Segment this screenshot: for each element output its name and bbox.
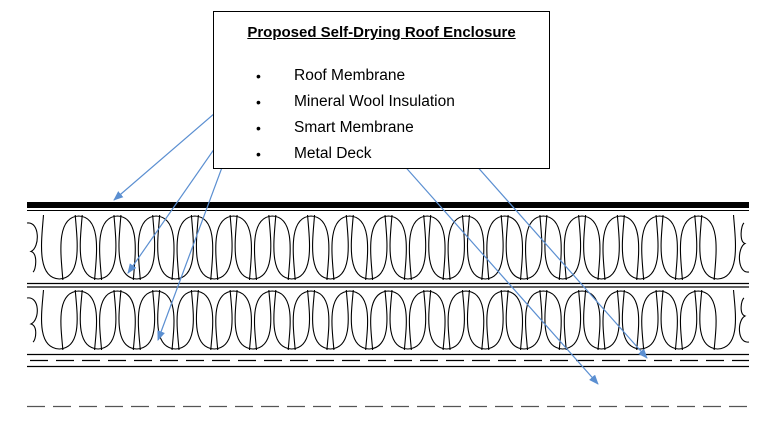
insulation-loop — [331, 290, 369, 351]
insulation-loop — [389, 214, 427, 280]
insulation-loop — [621, 214, 659, 280]
insulation-loop — [466, 289, 504, 350]
insulation-loop — [312, 214, 349, 280]
insulation-loop — [602, 215, 640, 281]
insulation-edge-hook — [738, 222, 750, 273]
insulation-loop — [292, 290, 330, 351]
insulation-loop — [563, 290, 601, 351]
insulation-loop — [660, 214, 698, 280]
insulation-loop — [525, 215, 562, 281]
insulation-loop — [486, 290, 524, 351]
insulation-loop — [602, 290, 640, 351]
mineral-wool-insulation-lower — [26, 289, 750, 351]
legend-label: Mineral Wool Insulation — [294, 93, 455, 110]
insulation-loop — [428, 214, 465, 280]
insulation-loop — [79, 289, 117, 350]
insulation-loop — [331, 215, 369, 281]
insulation-loop — [370, 290, 407, 351]
insulation-loop — [215, 215, 252, 281]
mineral-wool-insulation-upper — [26, 214, 750, 281]
insulation-loop — [176, 215, 214, 281]
insulation-edge-hook — [26, 297, 38, 343]
insulation-loop — [273, 289, 311, 350]
insulation-edge-hook — [738, 297, 750, 343]
insulation-edge-hook — [26, 222, 38, 273]
insulation-loop — [447, 215, 485, 281]
insulation-loop — [215, 290, 252, 351]
insulation-loop — [699, 289, 737, 350]
insulation-loop — [312, 289, 349, 350]
insulation-loop — [137, 290, 175, 351]
insulation-loop — [447, 290, 485, 351]
bullet-icon: • — [256, 146, 261, 162]
insulation-loop — [79, 214, 117, 280]
insulation-loop — [486, 215, 524, 281]
insulation-loop — [679, 290, 717, 351]
insulation-loop — [621, 289, 659, 350]
bullet-icon: • — [256, 94, 261, 110]
insulation-loop — [234, 214, 272, 280]
legend-label: Metal Deck — [294, 145, 372, 162]
insulation-loop — [99, 215, 136, 281]
insulation-loop — [525, 290, 562, 351]
insulation-loop — [350, 289, 388, 350]
insulation-loop — [195, 289, 233, 350]
insulation-loop — [60, 215, 98, 281]
insulation-loop — [660, 289, 698, 350]
insulation-loop — [176, 290, 214, 351]
insulation-loop — [699, 214, 737, 280]
insulation-loop — [544, 289, 582, 350]
insulation-loop — [563, 215, 601, 281]
insulation-loop — [40, 214, 78, 280]
insulation-loop — [253, 215, 291, 281]
insulation-loop — [350, 214, 388, 280]
insulation-loop — [118, 214, 156, 280]
insulation-loop — [505, 214, 543, 280]
insulation-loop — [253, 290, 291, 351]
roof-membrane-layer — [27, 202, 749, 208]
insulation-loop — [544, 214, 582, 280]
insulation-loop — [118, 289, 156, 350]
insulation-loop — [679, 215, 717, 281]
insulation-loop — [505, 289, 543, 350]
arrow-metal-deck — [392, 152, 599, 385]
insulation-loop — [408, 290, 446, 351]
insulation-loop — [466, 214, 504, 280]
insulation-loop — [99, 290, 136, 351]
insulation-loop — [428, 289, 465, 350]
insulation-loop — [60, 290, 98, 351]
bullet-icon: • — [256, 120, 261, 136]
insulation-loop — [195, 214, 233, 280]
legend-title: Proposed Self-Drying Roof Enclosure — [247, 24, 516, 41]
legend-label: Roof Membrane — [294, 67, 406, 84]
legend-box: Proposed Self-Drying Roof Enclosure • Ro… — [213, 11, 550, 169]
insulation-loop — [583, 214, 620, 280]
insulation-loop — [583, 289, 620, 350]
insulation-loop — [137, 215, 175, 281]
insulation-loop — [641, 215, 678, 281]
insulation-loop — [234, 289, 272, 350]
insulation-loop — [157, 214, 194, 280]
bullet-icon: • — [256, 68, 261, 84]
legend-label: Smart Membrane — [294, 119, 414, 136]
insulation-loop — [370, 215, 407, 281]
insulation-loop — [40, 289, 78, 350]
insulation-loop — [292, 215, 330, 281]
insulation-loop — [408, 215, 446, 281]
insulation-loop — [641, 290, 678, 351]
insulation-loop — [157, 289, 194, 350]
insulation-loop — [273, 214, 311, 280]
insulation-loop — [389, 289, 427, 350]
